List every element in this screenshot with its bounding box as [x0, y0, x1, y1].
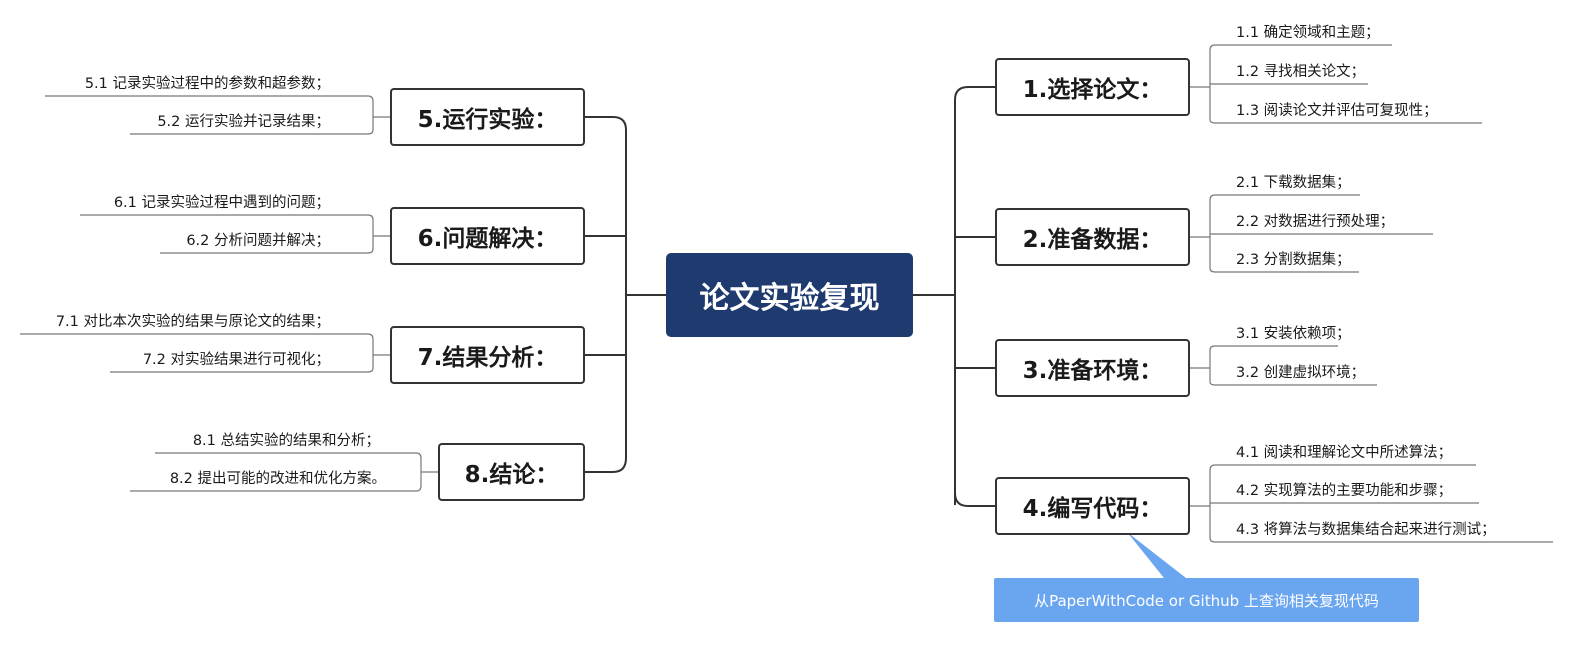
- leaf-2-1[interactable]: 2.1 下载数据集；: [1236, 175, 1351, 191]
- branch-prepare-env[interactable]: 3.准备环境：: [995, 339, 1190, 397]
- leaf-7-2[interactable]: 7.2 对实验结果进行可视化；: [142, 352, 330, 368]
- leaf-4-2[interactable]: 4.2 实现算法的主要功能和步骤；: [1236, 483, 1453, 499]
- leaf-3-2[interactable]: 3.2 创建虚拟环境；: [1236, 365, 1366, 381]
- leaf-3-1[interactable]: 3.1 安装依赖项；: [1236, 326, 1351, 342]
- branch-run-experiment[interactable]: 5.运行实验：: [390, 88, 585, 146]
- leaf-2-3[interactable]: 2.3 分割数据集；: [1236, 252, 1351, 268]
- branch-select-paper[interactable]: 1.选择论文：: [995, 58, 1190, 116]
- leaf-4-3[interactable]: 4.3 将算法与数据集结合起来进行测试；: [1236, 522, 1496, 538]
- branch-problem-solving[interactable]: 6.问题解决：: [390, 207, 585, 265]
- leaf-8-1[interactable]: 8.1 总结实验的结果和分析；: [192, 433, 380, 449]
- leaf-4-1[interactable]: 4.1 阅读和理解论文中所述算法；: [1236, 445, 1453, 461]
- leaf-1-2[interactable]: 1.2 寻找相关论文；: [1236, 64, 1366, 80]
- branch-result-analysis[interactable]: 7.结果分析：: [390, 326, 585, 384]
- leaf-2-2[interactable]: 2.2 对数据进行预处理；: [1236, 214, 1395, 230]
- leaf-5-2[interactable]: 5.2 运行实验并记录结果；: [157, 114, 330, 130]
- leaf-7-1[interactable]: 7.1 对比本次实验的结果与原论文的结果；: [55, 314, 330, 330]
- leaf-1-3[interactable]: 1.3 阅读论文并评估可复现性；: [1236, 103, 1438, 119]
- branch-prepare-data[interactable]: 2.准备数据：: [995, 208, 1190, 266]
- leaf-6-1[interactable]: 6.1 记录实验过程中遇到的问题；: [113, 195, 330, 211]
- callout-note[interactable]: 从PaperWithCode or Github 上查询相关复现代码: [994, 578, 1419, 622]
- leaf-6-2[interactable]: 6.2 分析问题并解决；: [186, 233, 330, 249]
- leaf-8-2[interactable]: 8.2 提出可能的改进和优化方案。: [169, 471, 386, 487]
- leaf-1-1[interactable]: 1.1 确定领域和主题；: [1236, 25, 1380, 41]
- branch-write-code[interactable]: 4.编写代码：: [995, 477, 1190, 535]
- branch-conclusion[interactable]: 8.结论：: [438, 443, 585, 501]
- central-topic[interactable]: 论文实验复现: [666, 253, 913, 337]
- leaf-5-1[interactable]: 5.1 记录实验过程中的参数和超参数；: [84, 76, 330, 92]
